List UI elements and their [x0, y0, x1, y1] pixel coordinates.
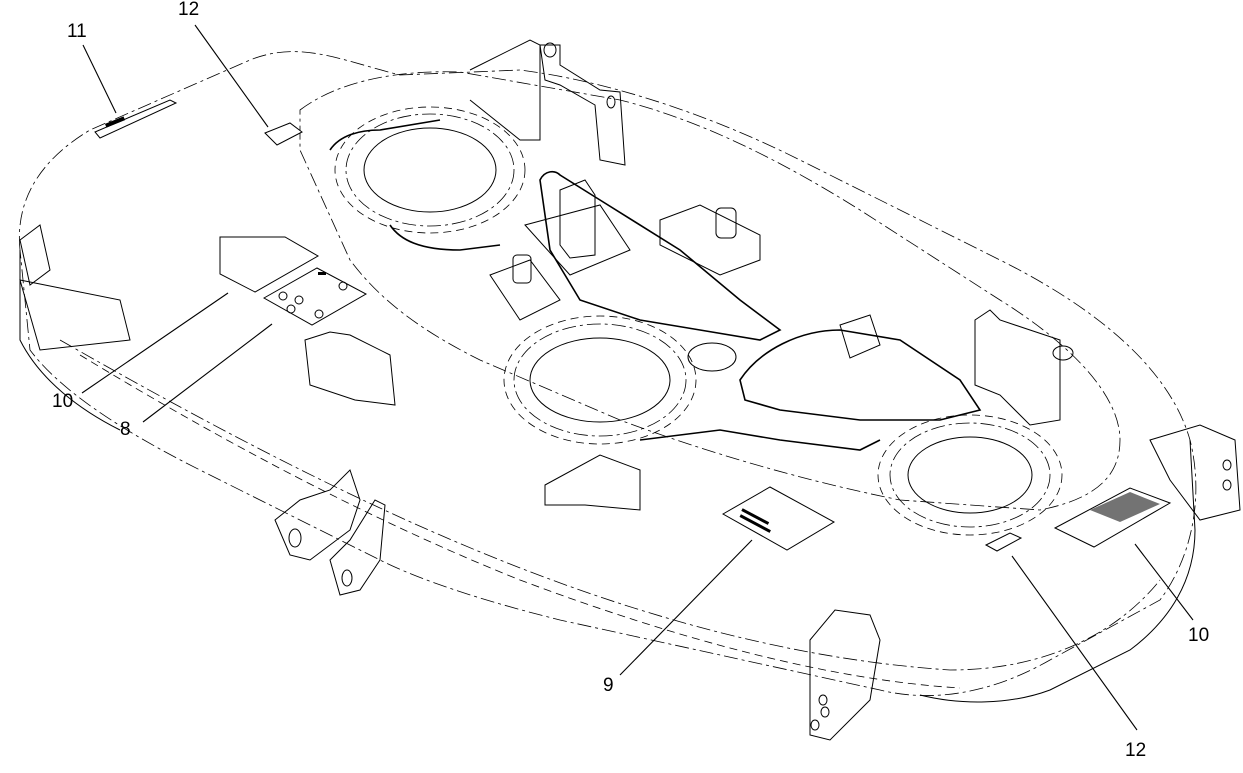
decal-12-right	[984, 532, 1023, 552]
callout-9: 9	[603, 675, 614, 696]
decal-8-belt-routing	[262, 267, 368, 326]
cutouts	[539, 170, 982, 451]
callout-12-right: 12	[1125, 740, 1147, 761]
decal-10-pentagon	[219, 236, 320, 293]
decal-10-warning	[1053, 487, 1172, 548]
leader-lines	[81, 24, 1194, 731]
decal-11	[94, 99, 178, 139]
callout-8: 8	[120, 419, 131, 440]
callout-10-left: 10	[52, 391, 74, 412]
decal-12-left	[264, 122, 303, 146]
spindle-center	[503, 315, 697, 445]
brackets	[19, 39, 1241, 741]
deck-outline	[18, 51, 1197, 703]
callout-11: 11	[67, 21, 87, 42]
inner-plate	[299, 71, 1121, 511]
spindle-right	[877, 414, 1063, 536]
decal-9-instruction	[721, 486, 836, 551]
spindle-left	[334, 106, 526, 234]
callout-10-right: 10	[1188, 625, 1210, 646]
callout-12-left: 12	[178, 0, 200, 20]
